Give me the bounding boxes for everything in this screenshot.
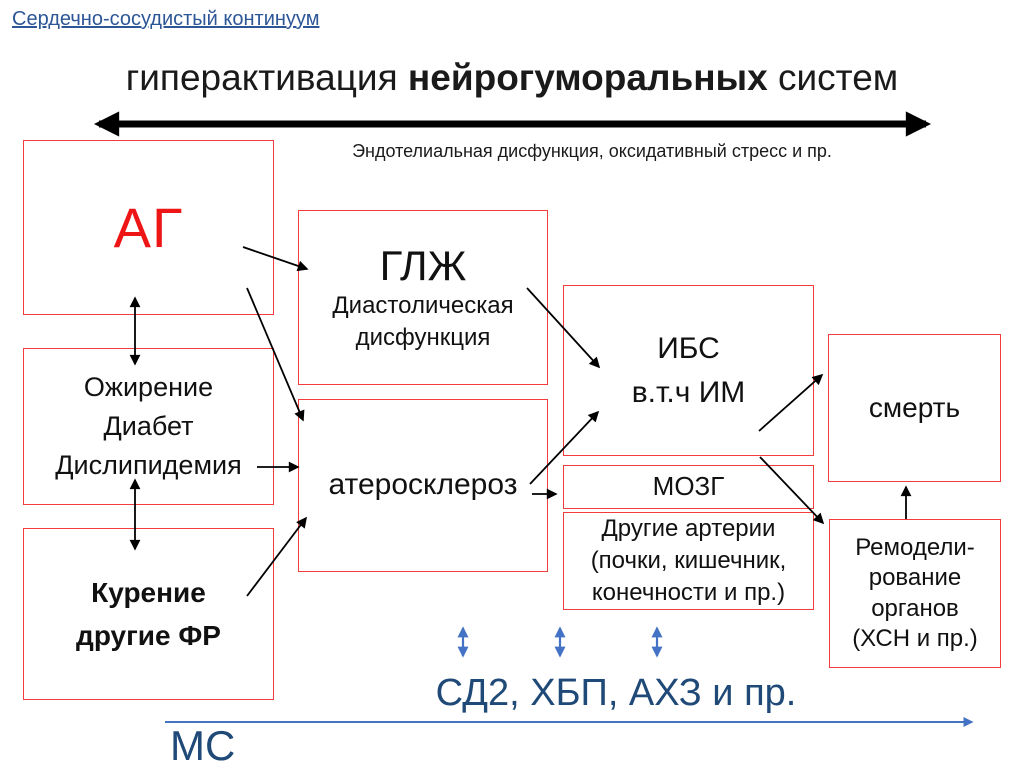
node-lvh-line: дисфункция — [355, 323, 491, 351]
node-other-arteries-line: конечности и пр.) — [591, 578, 786, 606]
node-organ-remodeling-line: органов — [871, 594, 959, 622]
node-organ-remodeling-line: Ремодели- — [855, 534, 975, 562]
node-organ-remodeling: Ремодели- рование органов (ХСН и пр.) — [829, 519, 1001, 668]
node-hypertension-label: АГ — [113, 195, 184, 259]
node-smoking-risk-factors: Курение другие ФР — [23, 528, 274, 700]
node-chd-line: ИБС — [657, 332, 720, 365]
page-title: гиперактивация нейрогуморальных систем — [0, 57, 1024, 99]
title-bold: нейрогуморальных — [407, 57, 768, 98]
node-brain-label: МОЗГ — [652, 471, 725, 502]
node-lvh-line: Диастолическая — [332, 292, 514, 320]
subtitle-endothelial: Эндотелиальная дисфункция, оксидативный … — [352, 141, 832, 161]
node-other-arteries: Другие артерии (почки, кишечник, конечно… — [563, 512, 814, 610]
risk-factor-line: Диабет — [103, 410, 194, 441]
comorbidities-label: СД2, ХБП, АХЗ и пр. — [435, 672, 797, 714]
node-chd: ИБС в.т.ч ИМ — [563, 285, 814, 456]
metabolic-syndrome-label: МС — [170, 722, 236, 767]
risk-factor-line: Дислипидемия — [55, 450, 242, 481]
node-hypertension: АГ — [23, 140, 274, 315]
risk-factor-line: Ожирение — [83, 371, 214, 402]
node-atherosclerosis-label: атеросклероз — [328, 468, 518, 502]
title-pre: гиперактивация — [125, 57, 408, 98]
node-brain: МОЗГ — [563, 465, 814, 509]
risk-factor-line: Курение — [91, 576, 206, 608]
node-death: смерть — [828, 334, 1001, 482]
node-lvh: ГЛЖ Диастолическая дисфункция — [298, 210, 548, 385]
node-other-arteries-line: Другие артерии — [601, 515, 776, 543]
node-metabolic-risk-factors: Ожирение Диабет Дислипидемия — [23, 348, 274, 505]
risk-factor-line: другие ФР — [76, 620, 221, 651]
node-death-label: смерть — [868, 392, 961, 424]
node-chd-line: в.т.ч ИМ — [631, 375, 746, 409]
node-organ-remodeling-line: рование — [868, 564, 962, 592]
node-other-arteries-line: (почки, кишечник, — [590, 547, 787, 575]
title-post: систем — [767, 57, 899, 98]
continuum-hyperlink[interactable]: Сердечно-сосудистый континуум — [12, 8, 320, 30]
node-atherosclerosis: атеросклероз — [298, 399, 548, 572]
node-organ-remodeling-line: (ХСН и пр.) — [852, 624, 978, 652]
node-lvh-title: ГЛЖ — [379, 242, 467, 290]
